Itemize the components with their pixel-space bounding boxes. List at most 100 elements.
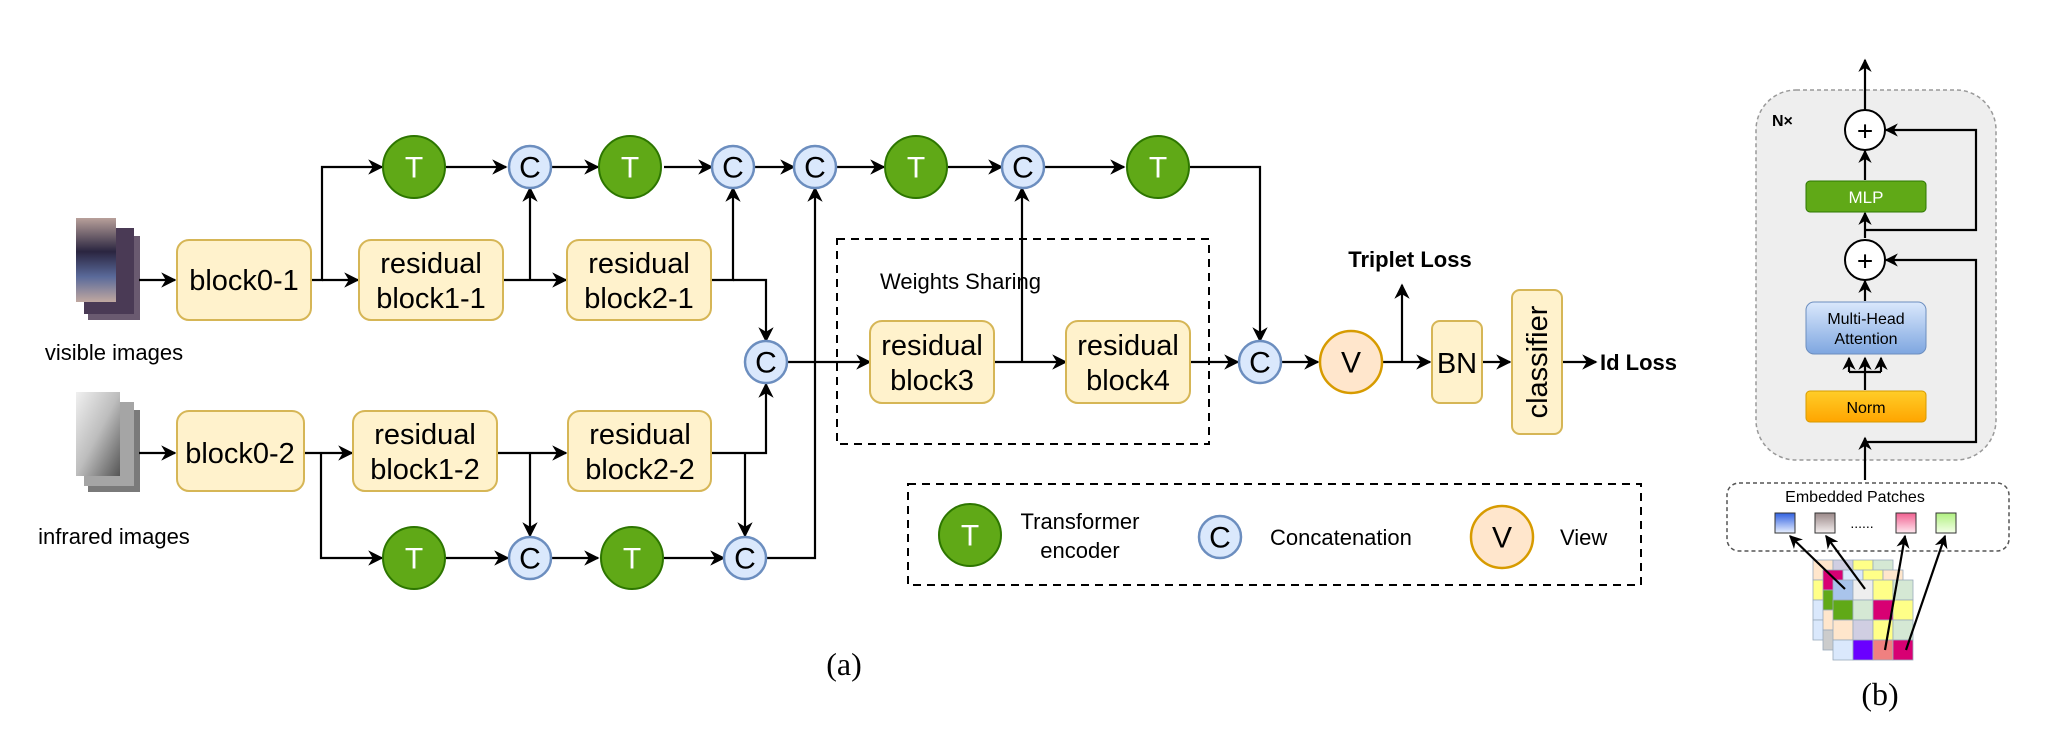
patch-token [1814, 512, 1836, 534]
image-patch [1872, 639, 1894, 661]
concat-node: C [743, 339, 789, 385]
svg-text:+: + [1857, 246, 1873, 277]
patch-token [1774, 512, 1796, 534]
svg-text:C: C [755, 347, 777, 380]
transformer-node: T [600, 526, 664, 590]
svg-text:V: V [1492, 522, 1512, 555]
image-patch [1852, 599, 1874, 621]
classifier-block: classifier [1511, 289, 1563, 435]
residual-block1-2: residual block1-2 [352, 410, 498, 492]
concat-node: C [507, 144, 553, 190]
embedded-patches-label: Embedded Patches [1785, 489, 1925, 506]
caption-b: (b) [1861, 676, 1898, 712]
concat-node: C [792, 144, 838, 190]
transformer-node: T [382, 526, 446, 590]
add-node-bottom: + [1844, 239, 1886, 281]
image-patch [1832, 579, 1854, 601]
image-patch [1832, 639, 1854, 661]
image-patch [1832, 599, 1854, 621]
svg-text:encoder: encoder [1040, 538, 1120, 563]
add-node-top: + [1844, 109, 1886, 151]
id-loss-label: Id Loss [1600, 350, 1677, 375]
patch-token [1935, 512, 1957, 534]
svg-text:block0-1: block0-1 [189, 265, 299, 297]
mlp-block: MLP [1805, 180, 1927, 213]
patch-token [1895, 512, 1917, 534]
transformer-node: T [1126, 135, 1190, 199]
patch-arrows [1789, 534, 1948, 651]
svg-text:Attention: Attention [1834, 331, 1897, 348]
residual-block2-1: residual block2-1 [566, 239, 712, 321]
caption-a: (a) [826, 646, 862, 682]
embedded-patches: Embedded Patches ...... [1726, 482, 2010, 552]
svg-text:T: T [405, 543, 423, 576]
multi-head-attention-block: Multi-Head Attention [1805, 301, 1927, 355]
svg-text:Multi-Head: Multi-Head [1827, 311, 1904, 328]
bn-block: BN [1431, 320, 1483, 404]
concat-node: C [1000, 144, 1046, 190]
svg-text:V: V [1341, 347, 1361, 380]
concat-node: C [710, 144, 756, 190]
norm-block: Norm [1805, 390, 1927, 423]
svg-text:......: ...... [1850, 515, 1873, 531]
svg-text:block0-2: block0-2 [185, 438, 295, 470]
weights-sharing-group [836, 238, 1210, 445]
svg-text:BN: BN [1437, 348, 1477, 380]
image-patch-grid [1812, 559, 1914, 661]
legend-item-concatenation: C Concatenation [1197, 514, 1412, 560]
image-patch [1892, 599, 1914, 621]
svg-text:C: C [1209, 522, 1231, 555]
image-patch [1852, 619, 1874, 641]
legend-item-view: V View [1469, 504, 1607, 570]
block0-1: block0-1 [176, 239, 312, 321]
transformer-node: T [382, 135, 446, 199]
residual-block1-1: residual block1-1 [358, 239, 504, 321]
image-patch [1892, 639, 1914, 661]
view-node: V [1318, 329, 1384, 395]
svg-text:View: View [1560, 525, 1607, 550]
svg-text:block2-1: block2-1 [584, 283, 694, 315]
svg-text:C: C [722, 152, 744, 185]
svg-text:C: C [519, 152, 541, 185]
svg-text:Transformer: Transformer [1021, 509, 1140, 534]
infrared-image-stack [76, 392, 140, 492]
svg-text:C: C [1249, 347, 1271, 380]
residual-block2-2: residual block2-2 [567, 410, 712, 492]
svg-text:C: C [1012, 152, 1034, 185]
concat-node: C [722, 535, 768, 581]
encoder-panel: N× + MLP + Multi-Head Attention [1755, 58, 1997, 480]
transformer-node: T [598, 135, 662, 199]
concat-node: C [507, 535, 553, 581]
svg-text:T: T [621, 152, 639, 185]
repeat-label: N× [1772, 113, 1793, 130]
svg-text:residual: residual [881, 330, 983, 362]
svg-text:residual: residual [1077, 330, 1179, 362]
visible-images-label: visible images [45, 340, 183, 365]
svg-text:C: C [804, 152, 826, 185]
svg-text:MLP: MLP [1849, 188, 1884, 207]
svg-text:Concatenation: Concatenation [1270, 525, 1412, 550]
connectors [139, 159, 1598, 566]
transformer-node: T [884, 135, 948, 199]
svg-text:block3: block3 [890, 365, 974, 397]
svg-text:residual: residual [374, 419, 476, 451]
svg-text:C: C [734, 543, 756, 576]
image-patch [1852, 579, 1874, 601]
svg-text:residual: residual [588, 248, 690, 280]
svg-text:C: C [519, 543, 541, 576]
svg-text:block4: block4 [1086, 365, 1170, 397]
image-patch [1852, 639, 1874, 661]
svg-text:block1-2: block1-2 [370, 454, 480, 486]
svg-text:T: T [1149, 152, 1167, 185]
block0-2: block0-2 [176, 410, 305, 492]
svg-text:T: T [961, 520, 979, 553]
image-patch [1872, 579, 1894, 601]
svg-text:Norm: Norm [1846, 400, 1885, 417]
residual-block4: residual block4 [1065, 320, 1191, 404]
legend-item-transformer: T Transformer encoder [938, 503, 1140, 567]
weights-sharing-label: Weights Sharing [880, 269, 1041, 294]
svg-text:classifier: classifier [1522, 305, 1554, 418]
svg-text:block2-2: block2-2 [585, 454, 695, 486]
svg-text:T: T [623, 543, 641, 576]
svg-text:T: T [405, 152, 423, 185]
